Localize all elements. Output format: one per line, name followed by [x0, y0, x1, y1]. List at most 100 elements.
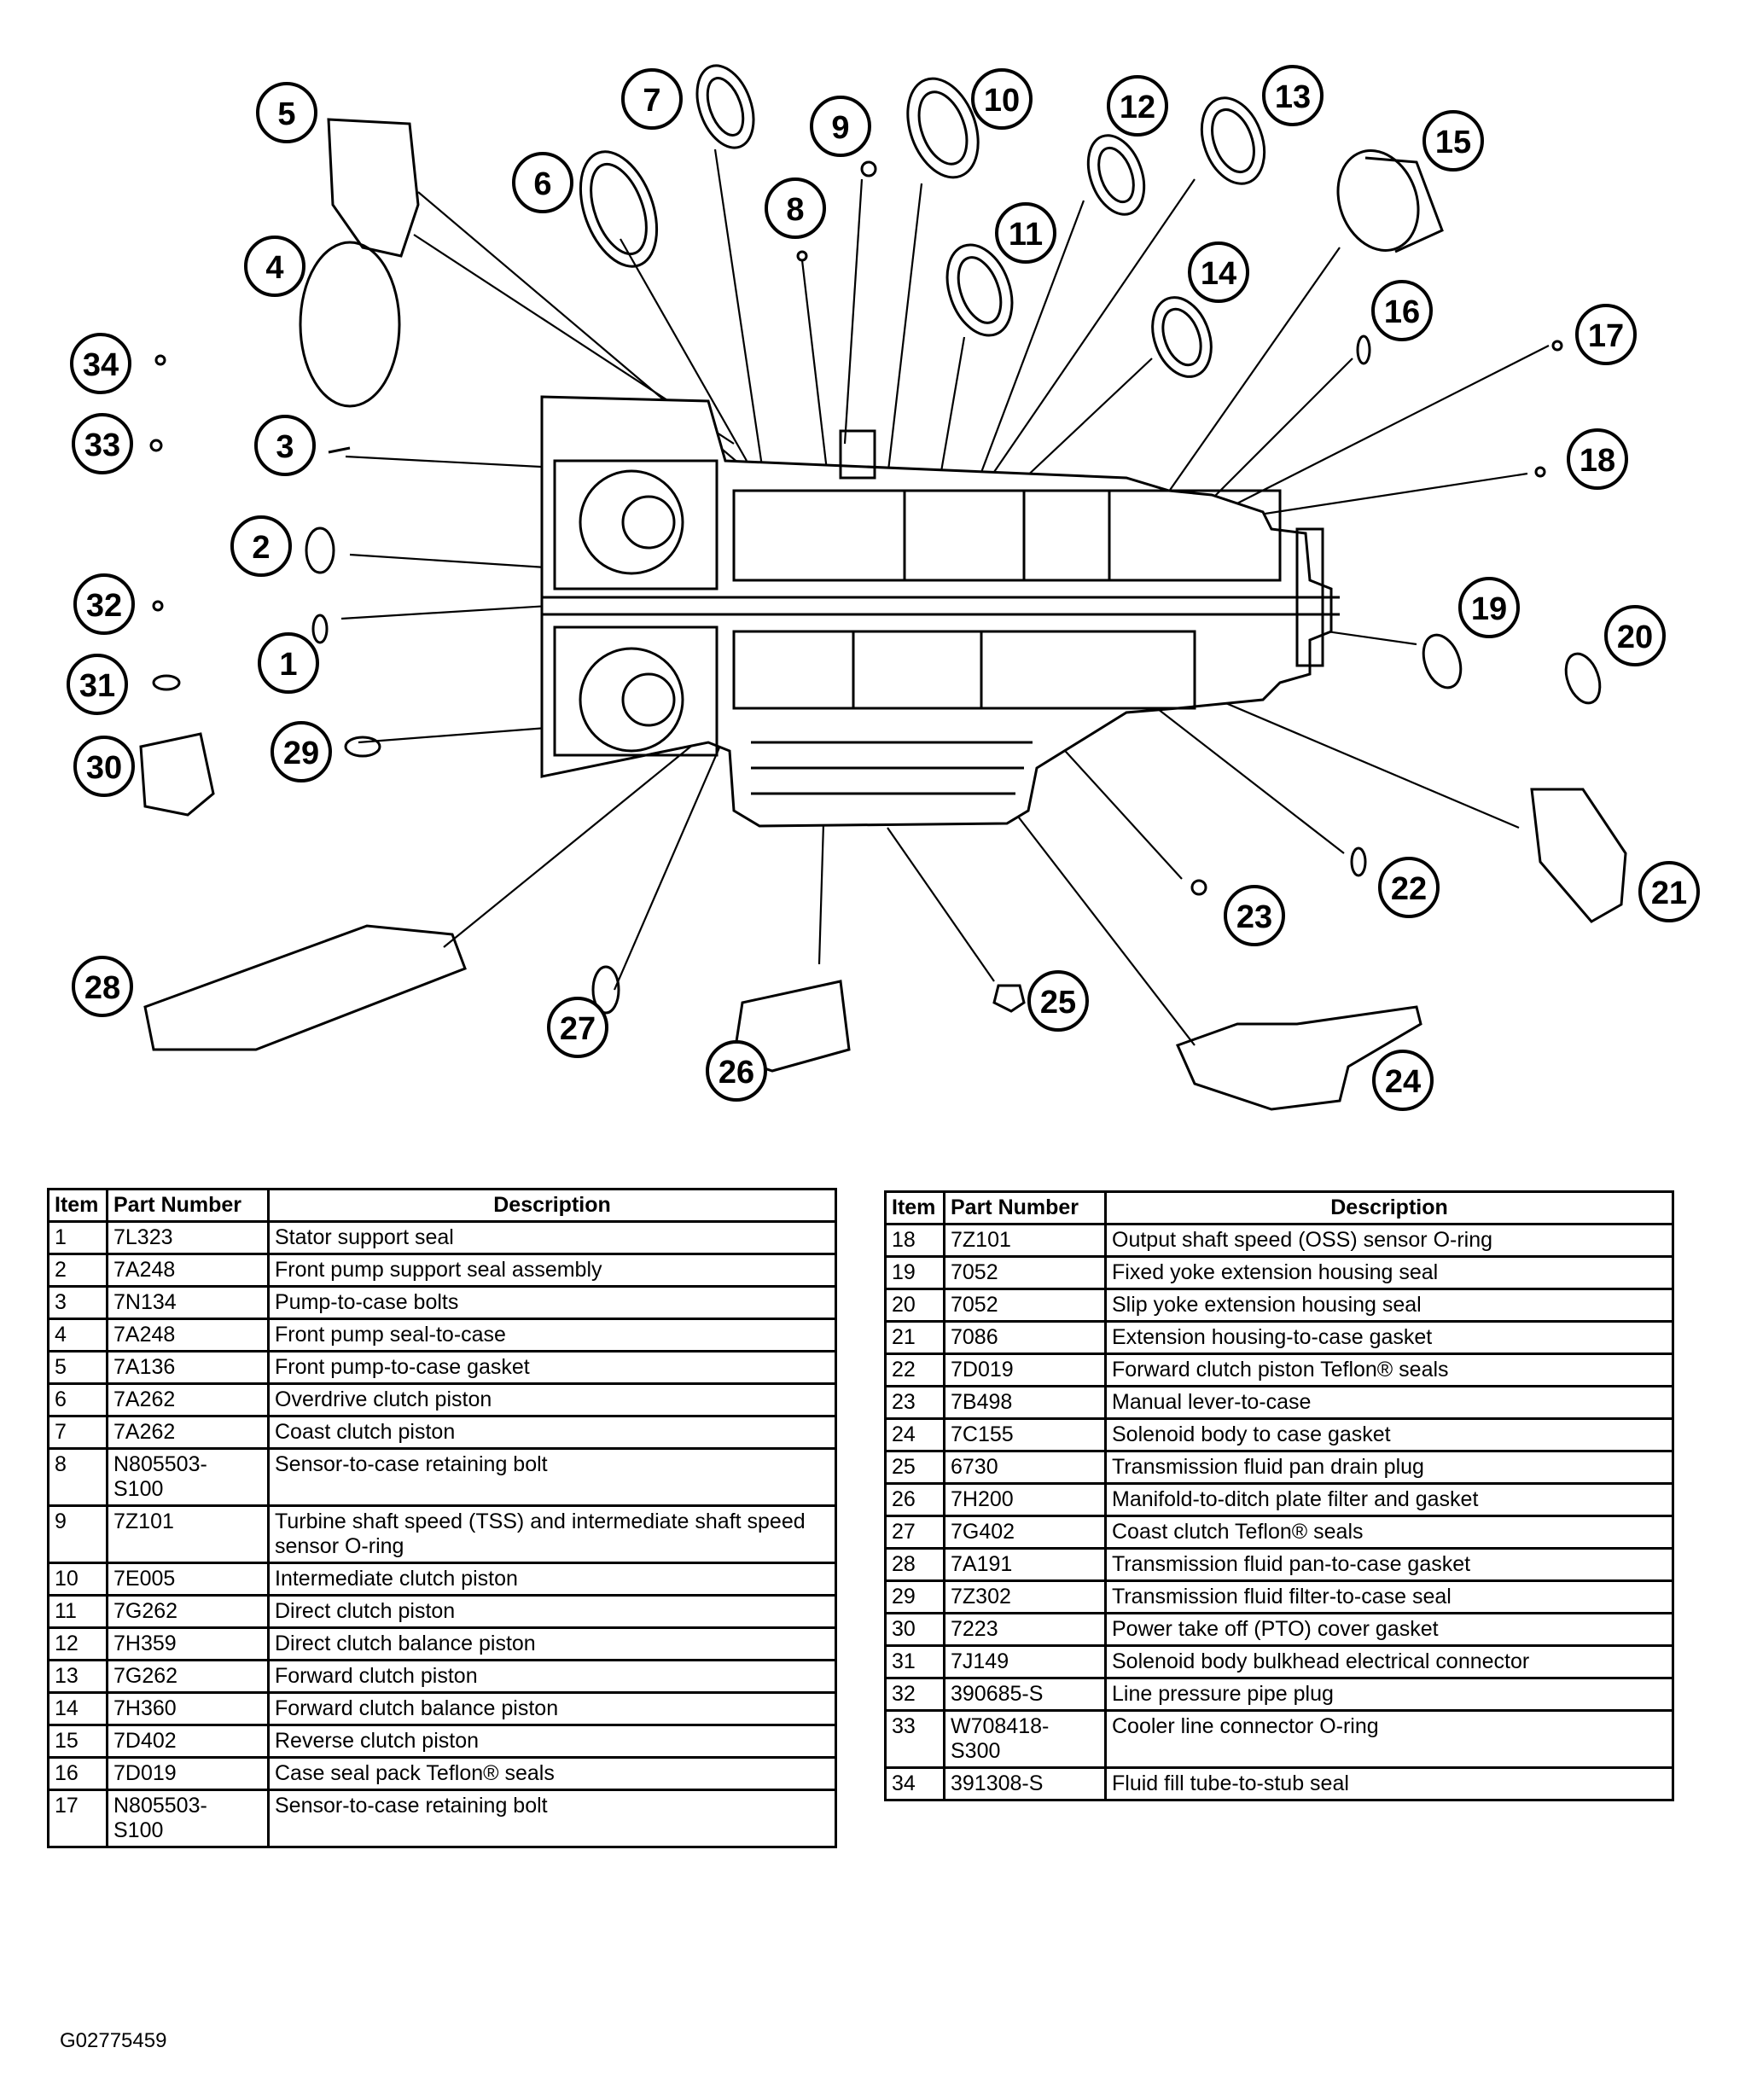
- part-number-cell: 391308-S: [943, 1766, 1107, 1801]
- callout-23: 23: [1224, 885, 1285, 946]
- item-cell: 32: [884, 1677, 945, 1712]
- item-cell: 10: [47, 1562, 108, 1597]
- item-cell: 29: [884, 1579, 945, 1614]
- description-cell: Cooler line connector O-ring: [1104, 1709, 1674, 1769]
- part-number-cell: 7J149: [943, 1644, 1107, 1679]
- callout-30: 30: [73, 736, 135, 797]
- svg-text:22: 22: [1391, 871, 1427, 907]
- part-number-cell: 7E005: [106, 1562, 270, 1597]
- table-header-row: Item Part Number Description: [884, 1190, 1674, 1225]
- part-number-cell: 7D019: [106, 1756, 270, 1791]
- part-number-cell: 7H360: [106, 1691, 270, 1726]
- svg-text:32: 32: [86, 588, 122, 624]
- callout-32: 32: [73, 573, 135, 635]
- figure-id: G02775459: [60, 2029, 167, 2052]
- svg-text:16: 16: [1384, 294, 1420, 330]
- column-header-description: Description: [267, 1188, 837, 1223]
- part-number-cell: 7Z302: [943, 1579, 1107, 1614]
- item-cell: 34: [884, 1766, 945, 1801]
- svg-text:12: 12: [1120, 90, 1155, 125]
- svg-text:31: 31: [79, 668, 115, 704]
- svg-text:26: 26: [719, 1055, 754, 1091]
- callout-20: 20: [1604, 605, 1666, 666]
- description-cell: Fixed yoke extension housing seal: [1104, 1255, 1674, 1290]
- part-number-cell: 7D019: [943, 1352, 1107, 1387]
- svg-text:18: 18: [1580, 443, 1615, 479]
- table-header-row: Item Part Number Description: [47, 1188, 837, 1223]
- callout-21: 21: [1638, 861, 1700, 922]
- callout-25: 25: [1027, 970, 1089, 1032]
- callout-29: 29: [271, 721, 332, 782]
- svg-text:19: 19: [1471, 591, 1507, 627]
- description-cell: Slip yoke extension housing seal: [1104, 1288, 1674, 1323]
- part-number-cell: 7C155: [943, 1417, 1107, 1452]
- part-number-cell: 7B498: [943, 1385, 1107, 1420]
- svg-text:34: 34: [83, 347, 119, 383]
- description-cell: Forward clutch piston Teflon® seals: [1104, 1352, 1674, 1387]
- item-cell: 11: [47, 1594, 108, 1629]
- svg-text:30: 30: [86, 750, 122, 786]
- description-cell: Reverse clutch piston: [267, 1724, 837, 1759]
- part-number-cell: 7L323: [106, 1220, 270, 1255]
- description-cell: Line pressure pipe plug: [1104, 1677, 1674, 1712]
- description-cell: Turbine shaft speed (TSS) and intermedia…: [267, 1504, 837, 1564]
- part-number-cell: 7A248: [106, 1318, 270, 1352]
- column-header-part-number: Part Number: [943, 1190, 1107, 1225]
- description-cell: Extension housing-to-case gasket: [1104, 1320, 1674, 1355]
- description-cell: Sensor-to-case retaining bolt: [267, 1789, 837, 1848]
- part-number-cell: 7A136: [106, 1350, 270, 1385]
- callout-27: 27: [547, 997, 608, 1058]
- item-cell: 8: [47, 1447, 108, 1507]
- svg-text:8: 8: [786, 192, 804, 228]
- item-cell: 21: [884, 1320, 945, 1355]
- svg-text:14: 14: [1201, 256, 1236, 292]
- item-cell: 3: [47, 1285, 108, 1320]
- item-cell: 5: [47, 1350, 108, 1385]
- description-cell: Manifold-to-ditch plate filter and gaske…: [1104, 1482, 1674, 1517]
- svg-text:17: 17: [1588, 318, 1624, 354]
- part-number-cell: 7H200: [943, 1482, 1107, 1517]
- svg-text:4: 4: [265, 250, 283, 286]
- callout-15: 15: [1422, 110, 1484, 172]
- item-cell: 33: [884, 1709, 945, 1769]
- part-number-cell: 7A262: [106, 1382, 270, 1417]
- callout-9: 9: [810, 96, 871, 157]
- svg-text:15: 15: [1435, 125, 1471, 160]
- description-cell: Output shaft speed (OSS) sensor O-ring: [1104, 1223, 1674, 1258]
- svg-text:6: 6: [533, 166, 551, 202]
- item-cell: 14: [47, 1691, 108, 1726]
- callout-12: 12: [1107, 75, 1168, 137]
- item-cell: 19: [884, 1255, 945, 1290]
- part-number-cell: 7H359: [106, 1626, 270, 1661]
- svg-text:10: 10: [984, 83, 1020, 119]
- item-cell: 17: [47, 1789, 108, 1848]
- description-cell: Direct clutch piston: [267, 1594, 837, 1629]
- item-cell: 23: [884, 1385, 945, 1420]
- callout-26: 26: [706, 1040, 767, 1102]
- svg-text:9: 9: [831, 110, 849, 146]
- item-cell: 16: [47, 1756, 108, 1791]
- description-cell: Manual lever-to-case: [1104, 1385, 1674, 1420]
- callout-28: 28: [72, 956, 133, 1017]
- item-cell: 24: [884, 1417, 945, 1452]
- description-cell: Solenoid body to case gasket: [1104, 1417, 1674, 1452]
- svg-text:1: 1: [279, 647, 297, 683]
- description-cell: Transmission fluid pan drain plug: [1104, 1450, 1674, 1485]
- svg-text:28: 28: [84, 970, 120, 1006]
